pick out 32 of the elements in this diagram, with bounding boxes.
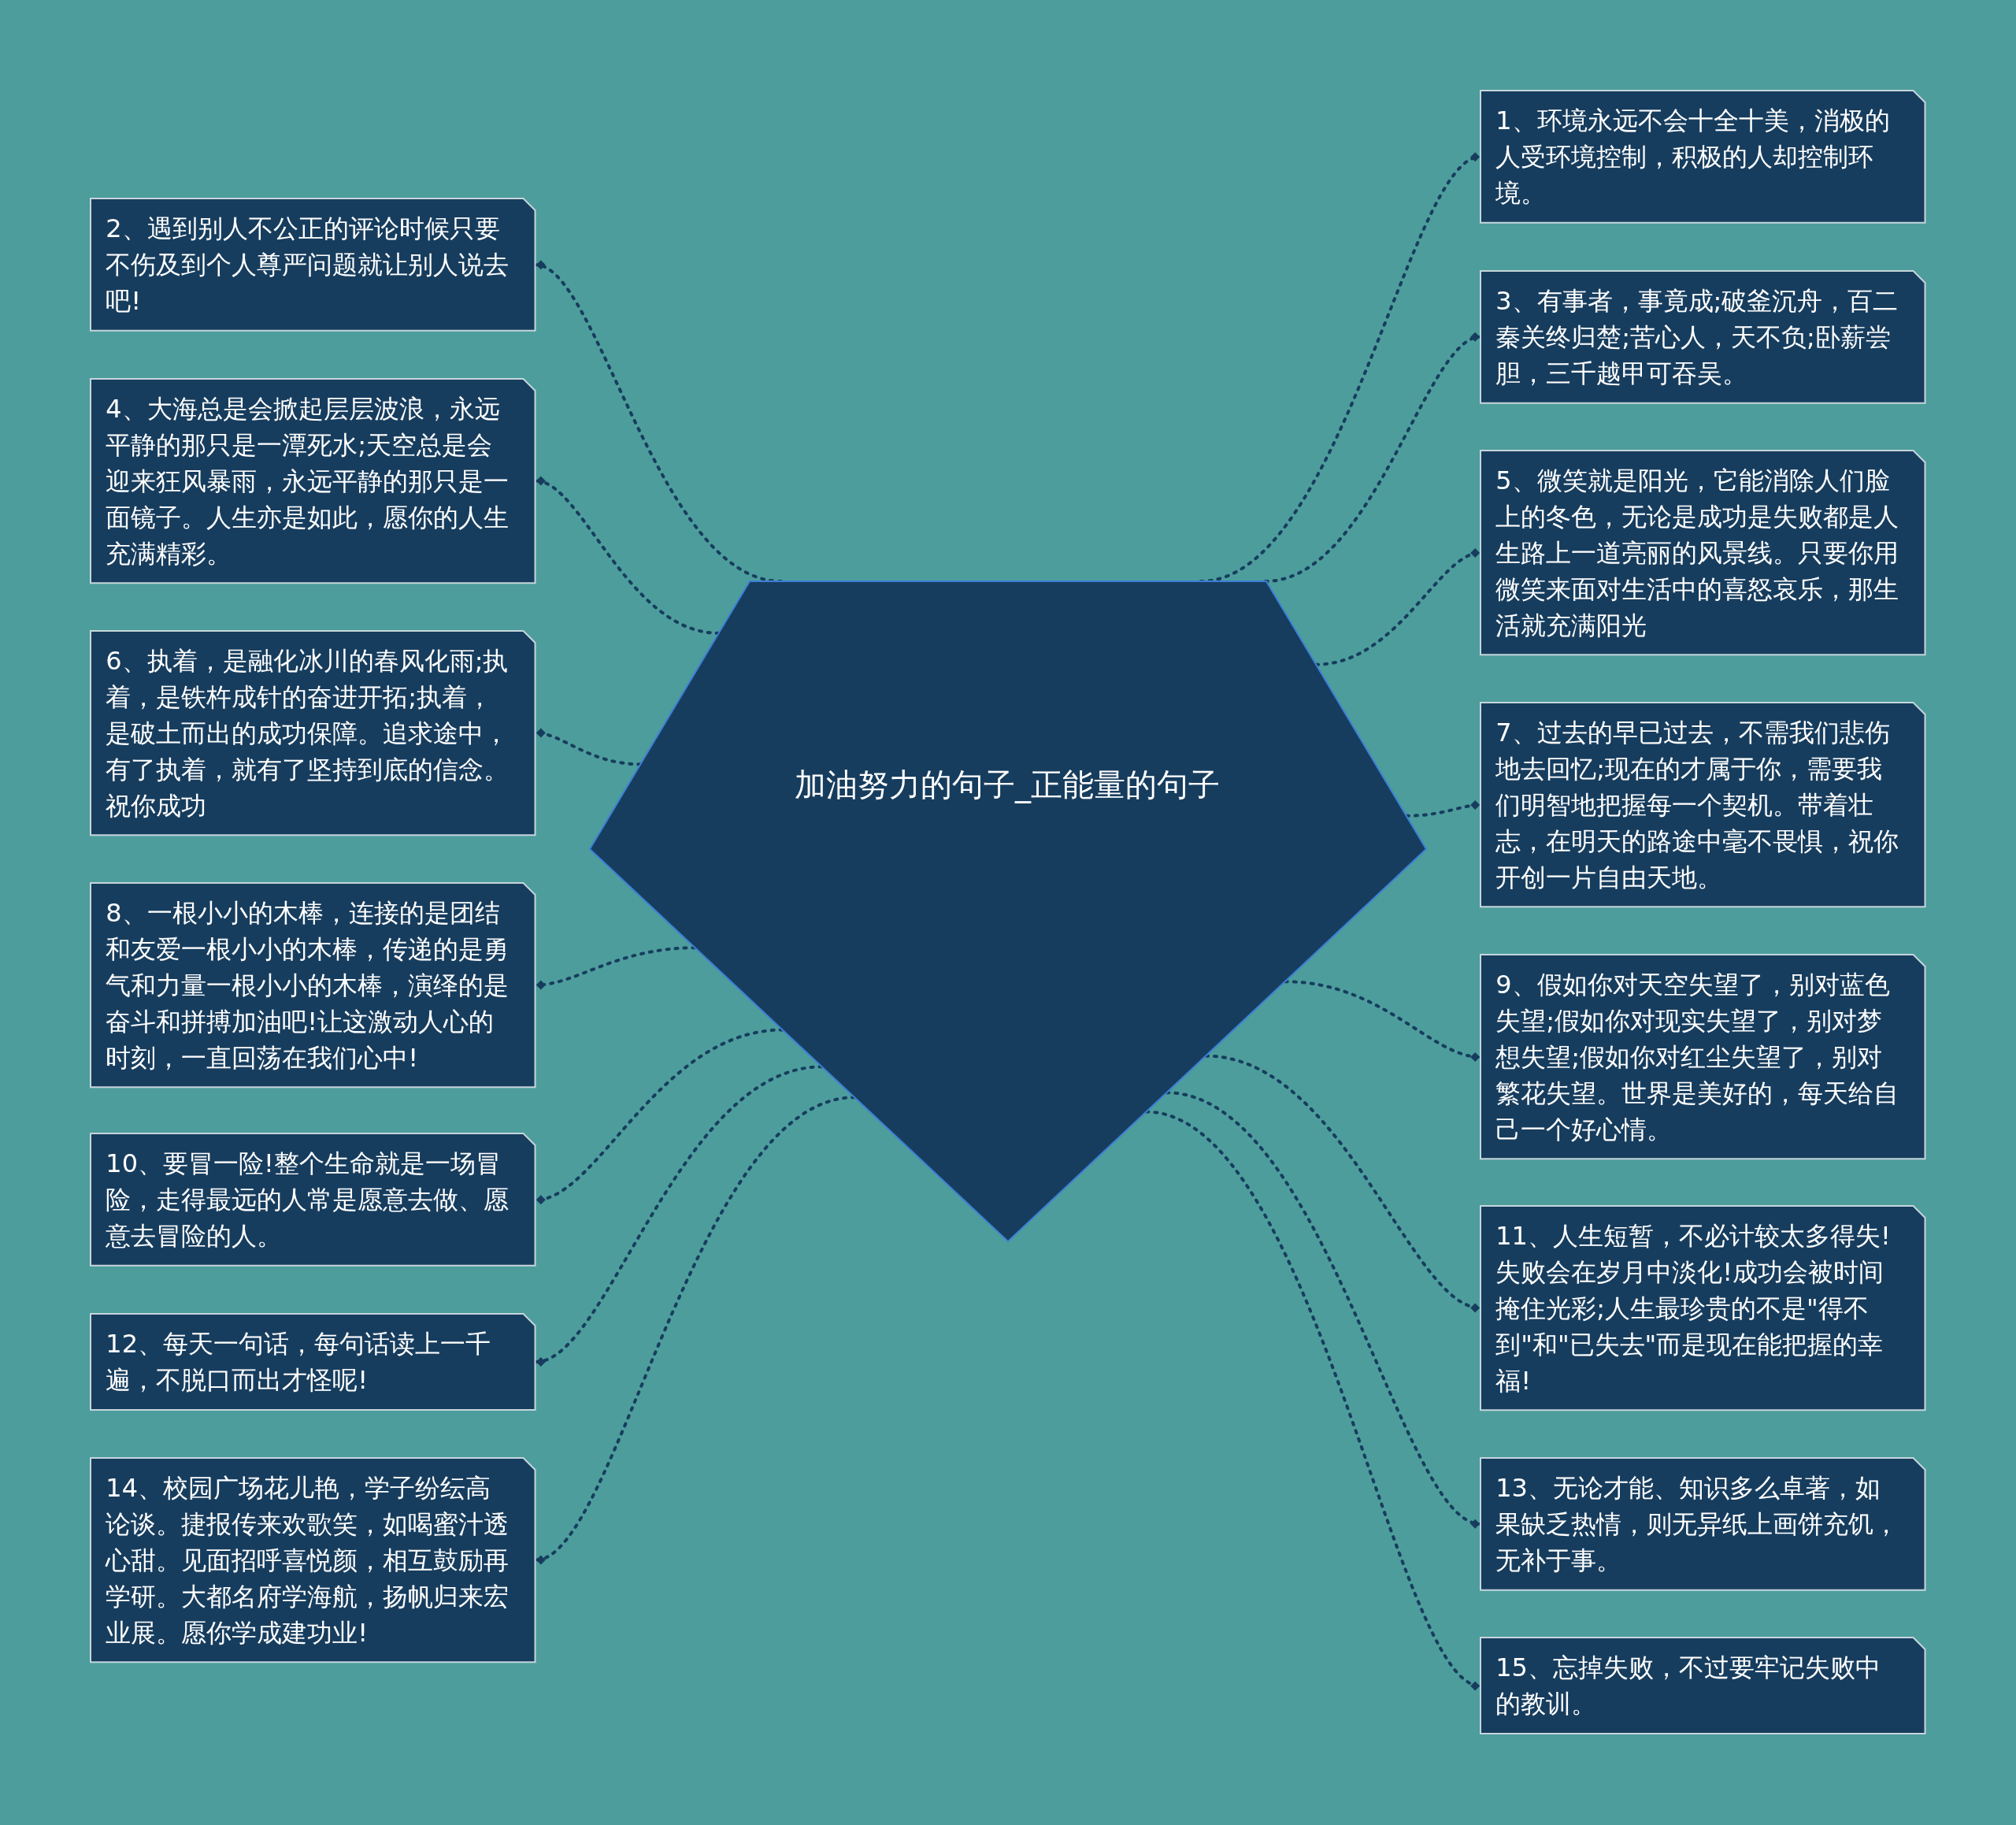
quote-text: 6、执着，是融化冰川的春风化雨;执着，是铁杵成针的奋进开拓;执着，是破土而出的成功保障。追求途中，有了执着，就有了坚持到底的信念。祝你成功 bbox=[106, 645, 510, 822]
quote-text: 5、微笑就是阳光，它能消除人们脸上的冬色，无论是成功是失败都是人生路上一道亮丽的风景线。只要你用微笑来面对生活中的喜怒哀乐，那生活就充满阳光 bbox=[1495, 465, 1899, 643]
quote-text: 10、要冒一险!整个生命就是一场冒险，走得最远的人常是愿意去做、愿意去冒险的人。 bbox=[106, 1148, 510, 1253]
quote-text: 11、人生短暂，不必计较太多得失!失败会在岁月中淡化!成功会被时间掩住光彩;人生最珍贵的不是"得不到"和"已失去"而是现在能把握的幸福! bbox=[1495, 1219, 1892, 1397]
quote-box bbox=[90, 1133, 536, 1267]
quote-box bbox=[1480, 1637, 1926, 1735]
center-title: 加油努力的句子_正能量的句子 bbox=[794, 766, 1221, 805]
quote-text: 3、有事者，事竟成;破釜沉舟，百二秦关终归楚;苦心人，天不负;卧薪尝胆，三千越甲可吞吴。 bbox=[1495, 284, 1899, 390]
quote-text: 12、每天一句话，每句话读上一千遍，不脱口而出才怪呢! bbox=[106, 1327, 491, 1397]
quote-box bbox=[90, 378, 536, 584]
quote-text: 7、过去的早已过去，不需我们悲伤地去回忆;现在的才属于你，需要我们明智地把握每一个契机。带着壮志，在明天的路途中毫不畏惧，祝你开创一片自由天地。 bbox=[1495, 717, 1899, 895]
quote-text: 13、无论才能、知识多么卓著，如果缺乏热情，则无异纸上画饼充饥，无补于事。 bbox=[1495, 1471, 1899, 1577]
quote-text: 14、校园广场花儿艳，学子纷纭高论谈。捷报传来欢歌笑，如喝蜜汁透心甜。见面招呼喜悦颜，相互鼓励再学研。大都名府学海航，扬帆归来宏业展。愿你学成建功业! bbox=[106, 1471, 510, 1649]
quote-box bbox=[1480, 450, 1926, 656]
quote-box bbox=[1480, 702, 1926, 908]
quote-box bbox=[1480, 1456, 1926, 1591]
quote-text: 9、假如你对天空失望了，别对蓝色失望;假如你对现实失望了，别对梦想失望;假如你对红尘失望了，别对繁花失望。世界是美好的，每天给自己一个好心情。 bbox=[1495, 969, 1899, 1147]
quote-box bbox=[1480, 90, 1926, 224]
pentagon-node bbox=[590, 581, 1426, 1241]
quote-box bbox=[90, 1456, 536, 1663]
quote-box bbox=[90, 198, 536, 332]
quote-box bbox=[90, 1312, 536, 1411]
quote-text: 4、大海总是会掀起层层波浪，永远平静的那只是一潭死水;天空总是会迎来狂风暴雨，永远平静的那只是一面镜子。人生亦是如此，愿你的人生充满精彩。 bbox=[106, 393, 510, 570]
quote-box bbox=[90, 630, 536, 836]
quote-text: 8、一根小小的木棒，连接的是团结和友爱一根小小的木棒，传递的是勇气和力量一根小小的木棒，演绎的是奋斗和拼搏加油吧!让这激动人心的时刻，一直回荡在我们心中! bbox=[106, 897, 510, 1074]
quote-text: 2、遇到别人不公正的评论时候只要不伤及到个人尊严问题就让别人说去吧! bbox=[106, 213, 510, 318]
quote-text: 15、忘掉失败，不过要牢记失败中的教训。 bbox=[1495, 1652, 1881, 1721]
quote-box bbox=[1480, 1204, 1926, 1411]
quote-box bbox=[90, 882, 536, 1089]
quote-box bbox=[1480, 954, 1926, 1160]
quote-box bbox=[1480, 269, 1926, 404]
quote-text: 1、环境永远不会十全十美，消极的人受环境控制，积极的人却控制环境。 bbox=[1495, 105, 1891, 210]
